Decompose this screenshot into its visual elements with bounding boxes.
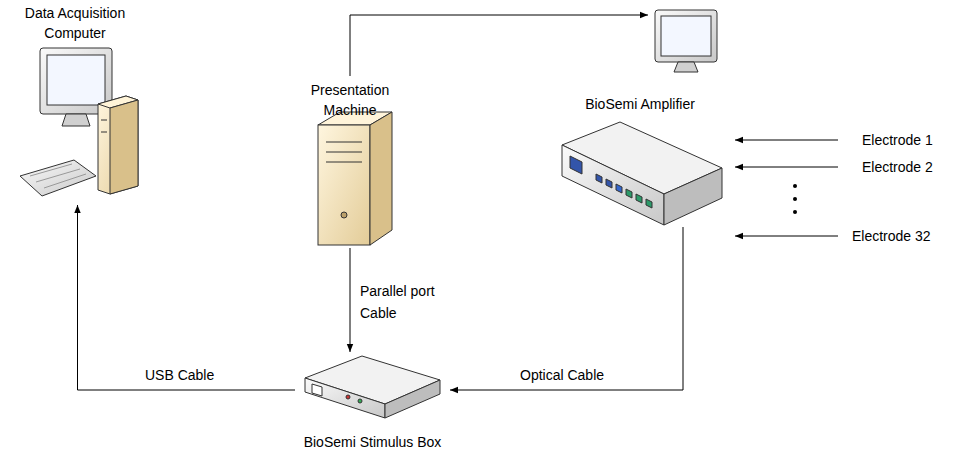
device-node: Data Acquisition Computer xyxy=(10,3,141,205)
device-label: BioSemi Stimulus Box xyxy=(295,432,450,452)
display-wire xyxy=(350,15,648,76)
cable-connector xyxy=(450,227,683,390)
device-node: BioSemi Stimulus Box xyxy=(295,352,450,452)
server-icon xyxy=(318,112,392,245)
device-name: BioSemi Stimulus Box xyxy=(304,432,442,452)
amplifier-icon xyxy=(562,122,722,225)
device-name: BioSemi Amplifier xyxy=(585,94,695,114)
electrode-label: Electrode 2 xyxy=(862,156,933,178)
ellipsis-dots xyxy=(793,184,797,214)
device-name: Data Acquisition Computer xyxy=(13,3,138,43)
cable-label: USB Cable xyxy=(143,364,216,386)
cable-label: Optical Cable xyxy=(518,364,606,386)
cable-connector xyxy=(350,248,351,352)
device-label: BioSemi Amplifier xyxy=(555,94,725,114)
electrode-label: Electrode 32 xyxy=(852,225,931,247)
electrode-label: Electrode 1 xyxy=(862,129,933,151)
electrode-wire xyxy=(735,140,838,236)
device-name: Presentation Machine xyxy=(295,80,405,120)
cable-label: Parallel port Cable xyxy=(358,280,454,324)
device-label: Data Acquisition Computer xyxy=(10,3,141,43)
computer-icon xyxy=(20,48,138,196)
device-label: Presentation Machine xyxy=(290,80,410,120)
display-monitor xyxy=(655,10,717,72)
device-node: Presentation Machine xyxy=(290,80,410,248)
cable-connector xyxy=(78,205,296,390)
stimulus-box-icon xyxy=(305,356,440,418)
device-node: BioSemi Amplifier xyxy=(555,94,725,227)
